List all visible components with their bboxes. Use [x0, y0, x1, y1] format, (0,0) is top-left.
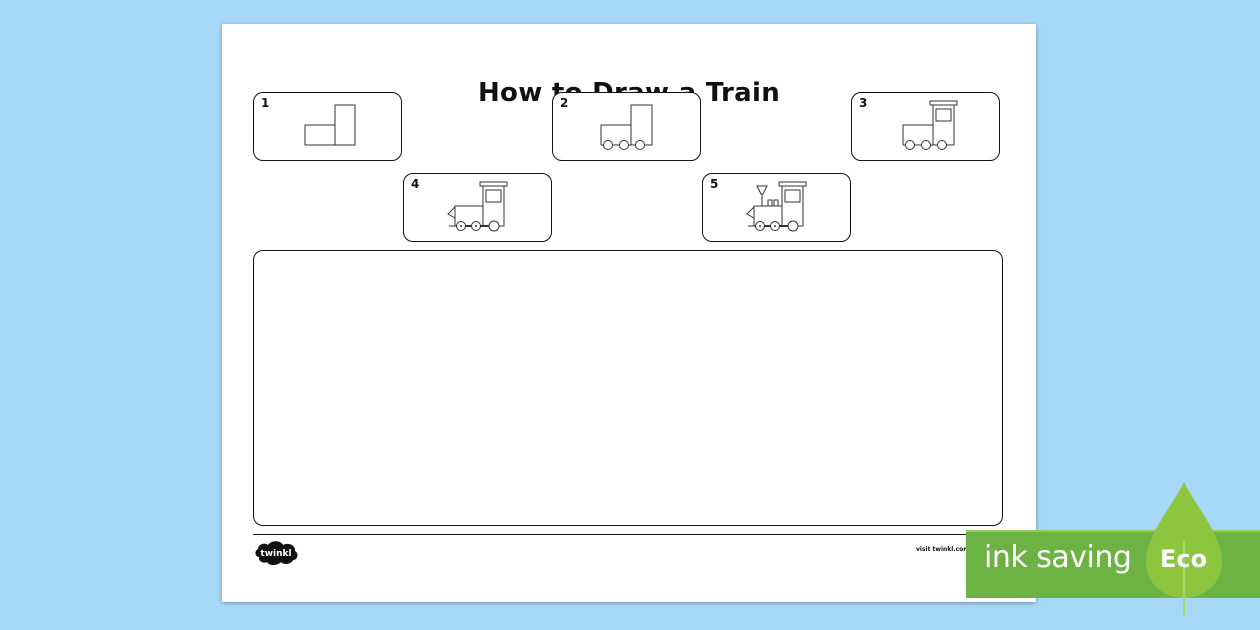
drawing-area [253, 250, 1003, 526]
step-5-box: 5 [702, 173, 851, 242]
step-1-drawing [304, 104, 356, 146]
eco-label: Eco [1160, 545, 1208, 573]
step-number: 2 [560, 96, 569, 110]
step-number: 5 [710, 177, 719, 191]
footer-divider [253, 534, 1003, 535]
ink-saving-label: ink saving [984, 540, 1132, 575]
step-4-drawing [447, 181, 508, 232]
step-3-box: 3 [851, 92, 1000, 161]
step-5-drawing [746, 181, 807, 232]
logo-text: twinkl [260, 549, 291, 559]
footer-url: visit twinkl.com [916, 546, 970, 553]
step-4-box: 4 [403, 173, 552, 242]
step-number: 3 [859, 96, 868, 110]
step-number: 4 [411, 177, 420, 191]
step-number: 1 [261, 96, 270, 110]
step-2-drawing [600, 104, 653, 150]
eco-leaf-icon [1146, 482, 1222, 616]
step-2-box: 2 [552, 92, 701, 161]
twinkl-logo: twinkl [255, 541, 298, 565]
step-3-drawing [902, 100, 958, 150]
step-1-box: 1 [253, 92, 402, 161]
